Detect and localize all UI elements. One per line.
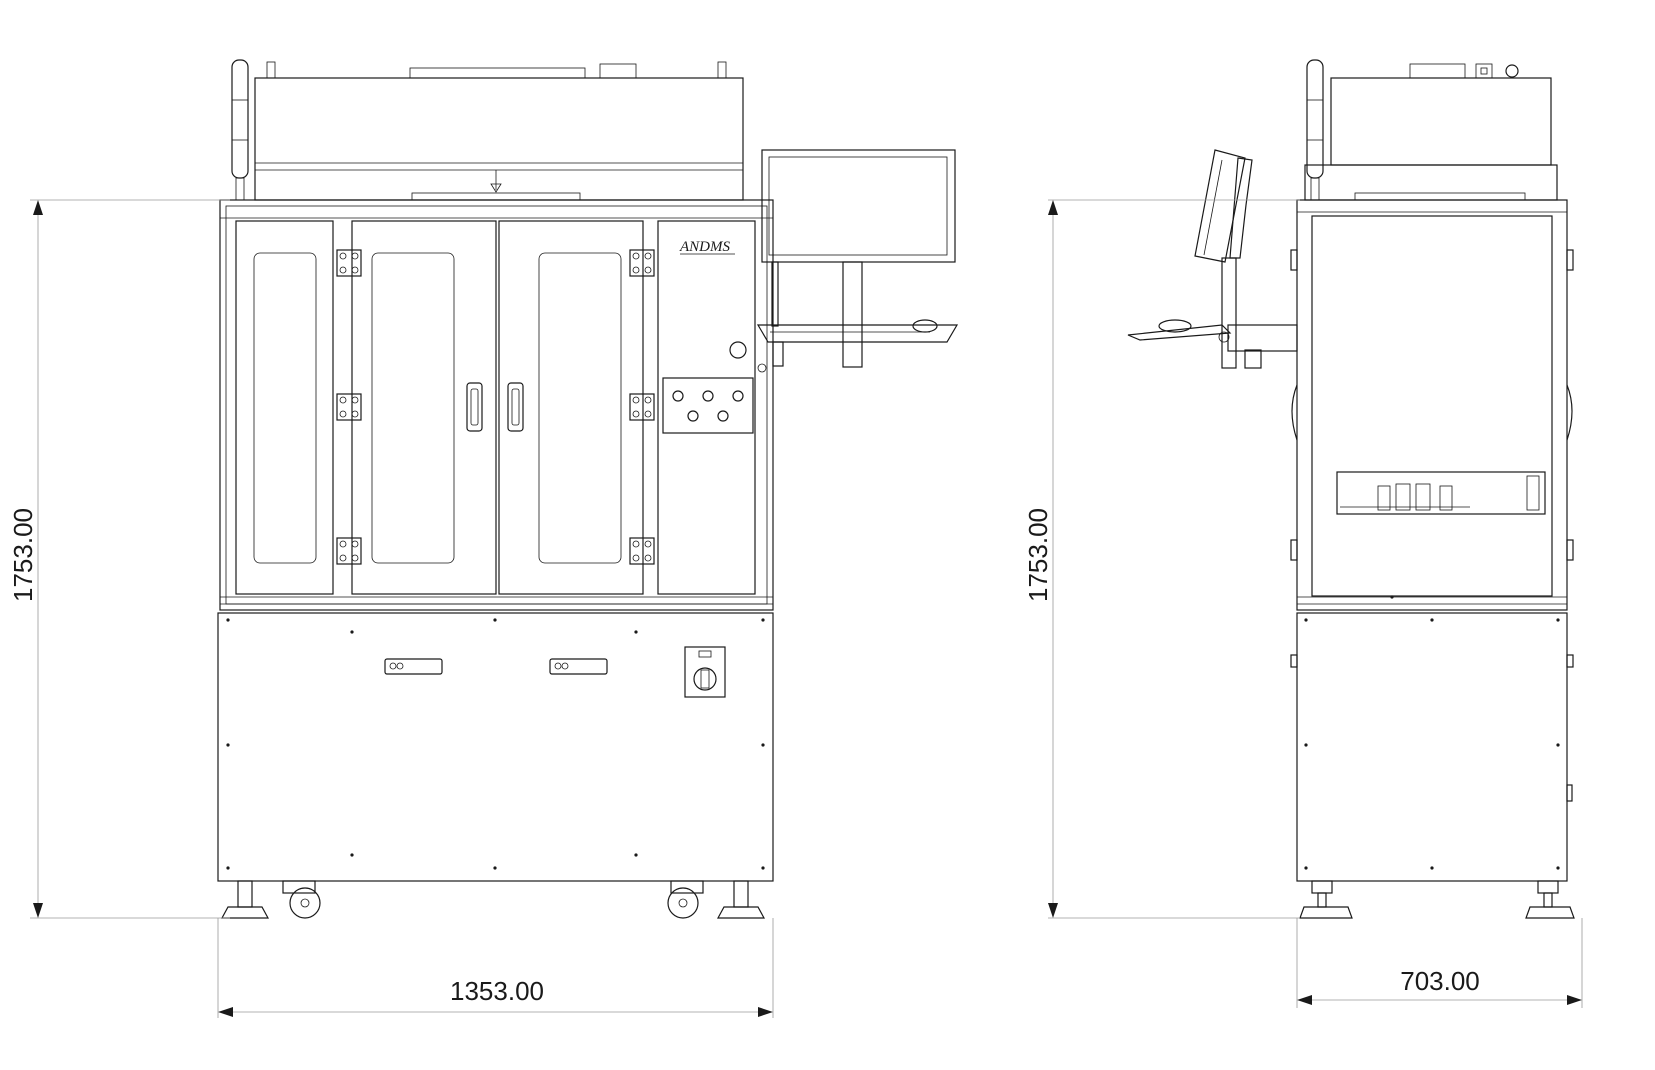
hinge bbox=[336, 537, 362, 565]
side-signal-tower bbox=[1306, 59, 1324, 179]
brand-logo: ANDMS bbox=[679, 239, 730, 255]
side-internal-module bbox=[1336, 471, 1546, 515]
connector-port bbox=[732, 390, 744, 402]
front-view: ANDMS bbox=[217, 59, 959, 919]
front-door-left-window bbox=[371, 252, 455, 564]
hinge bbox=[629, 537, 655, 565]
hinge bbox=[629, 393, 655, 421]
main-power-switch bbox=[684, 646, 726, 698]
front-left-window bbox=[253, 252, 317, 564]
side-monitor bbox=[1194, 149, 1246, 263]
door-handle-left bbox=[466, 382, 483, 432]
side-height-dimension: 1753.00 bbox=[1023, 199, 1300, 919]
leveling-foot-right bbox=[733, 880, 749, 908]
front-top-vent bbox=[409, 67, 586, 79]
side-keyboard-tray bbox=[1127, 324, 1232, 341]
side-width-dimension: 703.00 bbox=[1296, 918, 1583, 1008]
front-left-panel bbox=[235, 220, 334, 595]
side-lower-cabinet bbox=[1296, 612, 1568, 882]
side-height-label: 1753.00 bbox=[1023, 508, 1053, 602]
door-handle-right bbox=[507, 382, 524, 432]
connector-port bbox=[717, 410, 729, 422]
hinge bbox=[336, 249, 362, 277]
caster-left bbox=[282, 880, 316, 894]
front-door-left bbox=[351, 220, 497, 595]
front-top-connector bbox=[599, 63, 637, 79]
connector-port bbox=[702, 390, 714, 402]
side-view bbox=[1127, 59, 1575, 919]
front-width-label: 1353.00 bbox=[450, 976, 544, 1006]
side-width-label: 703.00 bbox=[1400, 966, 1480, 996]
drawer-latch-right bbox=[549, 658, 608, 675]
mouse bbox=[912, 319, 938, 333]
monitor-stand bbox=[842, 261, 863, 368]
cabinet-screws bbox=[226, 618, 765, 870]
drawer-latch-left bbox=[384, 658, 443, 675]
front-keyboard-tray bbox=[756, 324, 959, 343]
front-monitor bbox=[761, 149, 956, 263]
caster-right bbox=[670, 880, 704, 894]
connector-port bbox=[672, 390, 684, 402]
front-top-unit bbox=[254, 77, 744, 201]
side-foot-left bbox=[1299, 906, 1353, 919]
signal-tower bbox=[231, 59, 249, 179]
front-control-panel bbox=[657, 220, 756, 595]
front-lower-cabinet bbox=[217, 612, 774, 882]
front-door-right bbox=[498, 220, 644, 595]
side-panel bbox=[1311, 215, 1553, 597]
front-width-dimension: 1353.00 bbox=[217, 918, 774, 1018]
side-top-unit bbox=[1330, 77, 1552, 166]
side-cabinet-screws bbox=[1304, 618, 1560, 870]
hinge bbox=[629, 249, 655, 277]
side-foot-right bbox=[1525, 906, 1575, 919]
connector-port bbox=[687, 410, 699, 422]
hinge bbox=[336, 393, 362, 421]
side-monitor-stand bbox=[1221, 257, 1237, 369]
front-upper-frame bbox=[219, 199, 774, 611]
front-height-dimension: 1753.00 bbox=[8, 199, 230, 919]
leveling-foot-left bbox=[237, 880, 253, 908]
front-door-right-window bbox=[538, 252, 622, 564]
connector-plate bbox=[662, 377, 754, 434]
front-height-label: 1753.00 bbox=[8, 508, 38, 602]
front-monitor-screen bbox=[768, 156, 948, 256]
side-upper-frame bbox=[1296, 199, 1568, 611]
front-round-button bbox=[729, 341, 747, 359]
